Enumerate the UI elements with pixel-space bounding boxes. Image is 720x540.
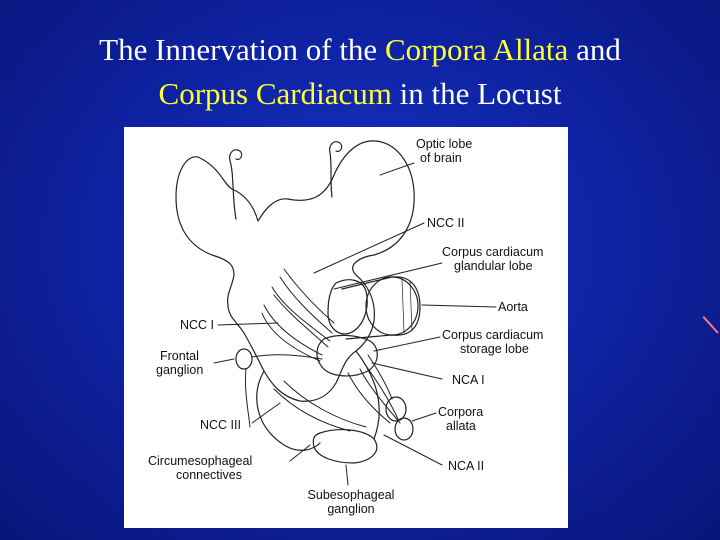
label-ncc-ii: NCC II [427, 216, 465, 230]
label-nca-ii: NCA II [448, 459, 485, 473]
left-optic-hook [229, 149, 243, 220]
label-circumesophageal-connectives: Circumesophageal connectives [148, 454, 253, 482]
corpora-allata-upper [385, 396, 407, 422]
nca-nerves [347, 354, 401, 424]
leader-lines [213, 162, 497, 486]
innervation-diagram: Optic lobe of brain NCC II Corpus cardia… [124, 127, 568, 528]
label-frontal-ganglion: Frontal ganglion [156, 349, 204, 377]
label-cc-glandular-lobe: Corpus cardiacum glandular lobe [442, 245, 544, 273]
label-corpora-allata: Corpora allata [438, 405, 484, 433]
title-highlight-corpus-cardiacum: Corpus Cardiacum [158, 76, 392, 111]
decorative-line [702, 316, 719, 334]
brain-outline [175, 140, 415, 402]
label-ncc-iii: NCC III [200, 418, 241, 432]
circumesophageal-connective-left [256, 370, 321, 451]
recurrent-nerve [245, 368, 251, 428]
circumesophageal-connective-right [355, 350, 380, 440]
ncc-nerve-bundle [261, 268, 335, 362]
diagram-drawing [175, 140, 497, 486]
title-text-3: in the Locust [391, 76, 562, 111]
slide-title: The Innervation of the Corpora Allata an… [0, 28, 720, 116]
nerve-lower-loop-2 [283, 380, 367, 428]
label-ncc-i: NCC I [180, 318, 215, 332]
right-optic-hook [329, 141, 343, 198]
label-cc-storage-lobe: Corpus cardiacum storage lobe [442, 328, 544, 356]
label-nca-i: NCA I [452, 373, 485, 387]
nerve-lower-loop [273, 388, 351, 432]
frontal-ganglion [235, 348, 253, 370]
title-highlight-corpora-allata: Corpora Allata [384, 32, 569, 67]
label-optic-lobe: Optic lobe of brain [416, 137, 473, 165]
aorta-shape [341, 276, 421, 340]
nerve-to-frontal-ganglion [251, 354, 323, 360]
label-aorta: Aorta [498, 300, 528, 314]
title-text-2: and [568, 32, 621, 67]
subesophageal-ganglion [312, 429, 378, 464]
corpora-allata-lower [394, 417, 414, 441]
title-text-1: The Innervation of the [99, 32, 385, 67]
label-subesophageal-ganglion: Subesophageal ganglion [307, 488, 395, 516]
